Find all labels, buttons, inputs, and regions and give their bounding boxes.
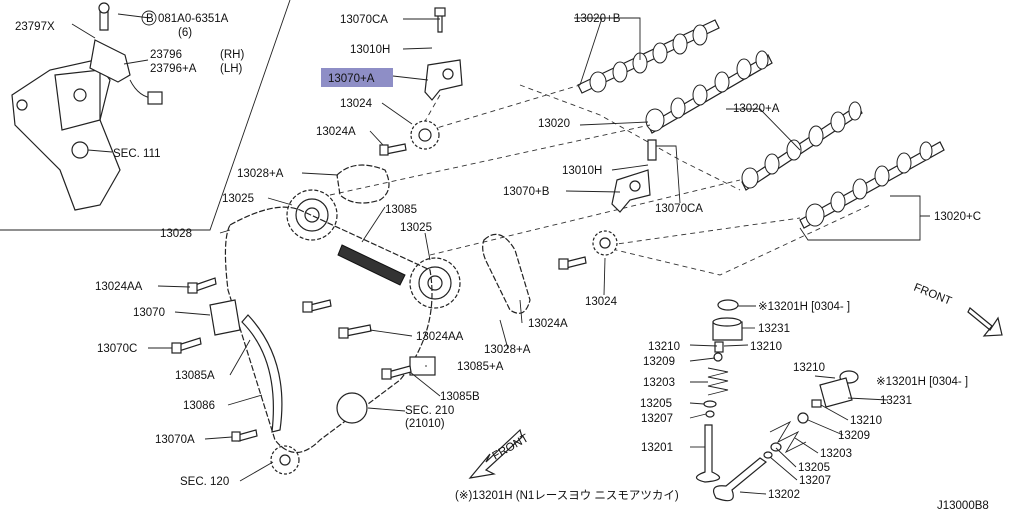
camshaft-13020-a — [741, 101, 863, 191]
label-sec210: SEC. 210 — [405, 405, 454, 417]
label-13202: 13202 — [768, 489, 800, 501]
timing-chains — [224, 164, 531, 454]
label-13024-mid: 13024 — [585, 296, 618, 308]
label-13207-left: 13207 — [641, 413, 673, 425]
label-13025-mid: 13025 — [400, 222, 432, 234]
highlight-box — [321, 68, 393, 87]
label-13210-left: 13210 — [648, 341, 680, 353]
bolt-symbol-b-text: B — [146, 13, 154, 25]
front-arrow-right — [967, 307, 1003, 337]
front-label-right: FRONT — [912, 282, 953, 308]
camshaft-13020-c — [799, 141, 945, 229]
label-13070b: 13070+B — [503, 186, 550, 198]
label-13028a-mid: 13028+A — [484, 344, 531, 356]
camshaft-13020-b — [577, 19, 720, 94]
label-13207-right: 13207 — [799, 475, 831, 487]
part-labels: 23797X B 081A0-6351A (6) 23796 (RH) 2379… — [15, 10, 989, 511]
label-13070a: 13070A — [155, 434, 195, 446]
assembly-dashed-lines — [329, 84, 871, 276]
label-bolt-qty: (6) — [178, 27, 192, 39]
label-13085a-plus: 13085+A — [457, 361, 504, 373]
footnote: (※)13201H (N1レースヨウ ニスモアツカイ) — [455, 489, 679, 502]
label-13028: 13028 — [160, 228, 192, 240]
sprocket-13024-mid — [592, 230, 618, 256]
label-13086: 13086 — [183, 400, 215, 412]
label-bolt-code: 081A0-6351A — [158, 13, 229, 25]
camshaft-13020 — [645, 50, 773, 134]
label-23796: 23796 — [150, 49, 182, 61]
label-13203-right: 13203 — [820, 448, 852, 460]
sprocket-13024-top — [410, 120, 440, 150]
label-13070ca-top: 13070CA — [340, 14, 388, 26]
label-13028a-top: 13028+A — [237, 168, 284, 180]
label-13210-right: 13210 — [750, 341, 782, 353]
valve-parts-right — [713, 370, 859, 502]
label-sec111: SEC. 111 — [113, 148, 161, 160]
vtc-solenoids — [424, 59, 657, 213]
sprocket-13025-mid — [409, 257, 461, 309]
label-13201h-right: ※13201H [0304- ] — [876, 376, 968, 388]
bolt-symbol-b — [141, 10, 157, 26]
label-13210-right3: 13210 — [850, 415, 882, 427]
label-13210-right2: 13210 — [793, 362, 825, 374]
label-13070: 13070 — [133, 307, 165, 319]
label-13020: 13020 — [538, 118, 570, 130]
inset-frame — [0, 0, 291, 231]
label-13024-top: 13024 — [340, 98, 373, 110]
label-13010h-mid: 13010H — [562, 165, 602, 177]
bolts — [171, 7, 587, 442]
label-13024aa-left: 13024AA — [95, 281, 143, 293]
label-sec120: SEC. 120 — [180, 476, 229, 488]
label-13231-right: 13231 — [880, 395, 912, 407]
valve-parts-left — [695, 299, 743, 483]
label-13070a-highlight: 13070+A — [328, 73, 375, 85]
front-cover-drawing — [11, 2, 163, 211]
label-13209-right: 13209 — [838, 430, 870, 442]
label-13010h-top: 13010H — [350, 44, 390, 56]
label-13085: 13085 — [385, 204, 417, 216]
leader-lines — [71, 13, 930, 495]
label-13205-right: 13205 — [798, 462, 830, 474]
front-label-left: FRONT — [491, 432, 531, 462]
label-13020a: 13020+A — [733, 103, 780, 115]
label-13025-left: 13025 — [222, 193, 254, 205]
label-13024a-mid: 13024A — [528, 318, 568, 330]
label-13201-left: 13201 — [641, 442, 673, 454]
diagram-id: J13000B8 — [937, 500, 989, 511]
label-13085b: 13085B — [440, 391, 480, 403]
label-13020b: 13020+B — [574, 13, 621, 25]
label-13231-top: 13231 — [758, 323, 790, 335]
label-23797x: 23797X — [15, 21, 55, 33]
label-rh: (RH) — [220, 49, 244, 61]
label-13203-left: 13203 — [643, 377, 675, 389]
label-13209-left: 13209 — [643, 356, 675, 368]
sprocket-13025-left — [286, 189, 338, 241]
label-13070c: 13070C — [97, 343, 137, 355]
label-13205-left: 13205 — [640, 398, 672, 410]
label-sec210-sub: (21010) — [405, 418, 445, 430]
label-lh: (LH) — [220, 63, 243, 75]
label-13020c: 13020+C — [934, 211, 981, 223]
label-13201h-top: ※13201H [0304- ] — [758, 301, 850, 313]
label-13070ca-mid: 13070CA — [655, 203, 703, 215]
label-13024aa-mid: 13024AA — [416, 331, 464, 343]
label-23796a: 23796+A — [150, 63, 197, 75]
front-arrow-left — [468, 428, 523, 479]
crank-sprocket — [270, 445, 300, 475]
label-13085a: 13085A — [175, 370, 215, 382]
label-13024a-top: 13024A — [316, 126, 356, 138]
